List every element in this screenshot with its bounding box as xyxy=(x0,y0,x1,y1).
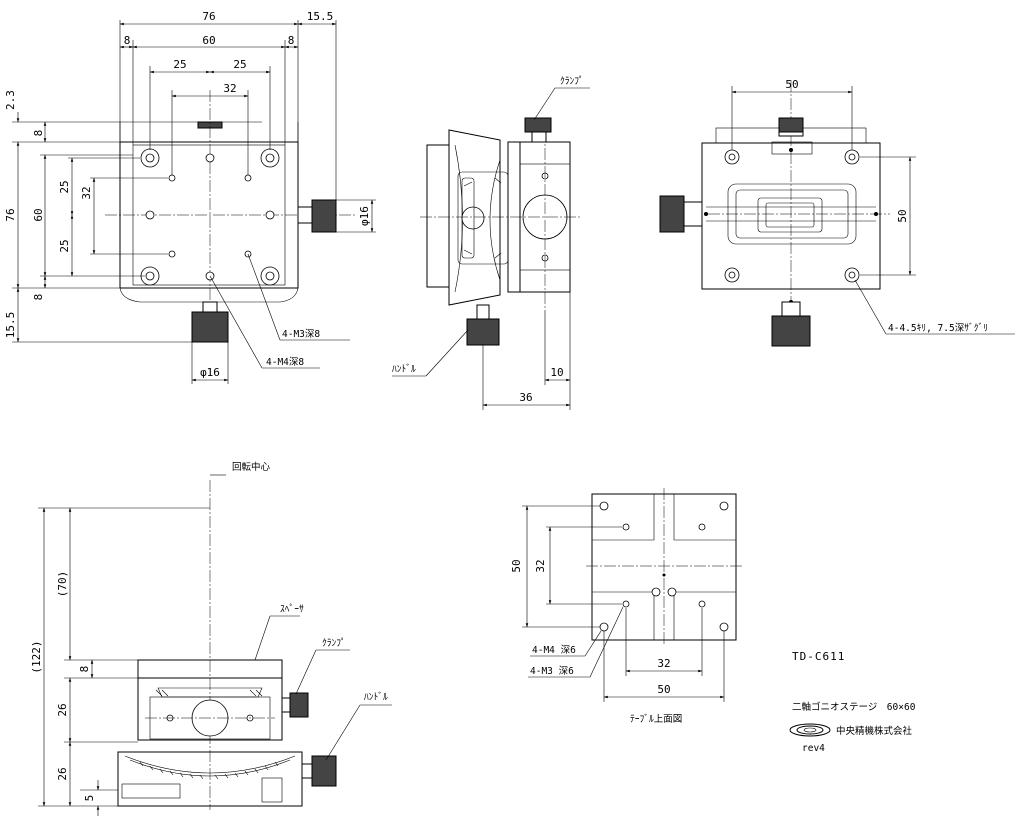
dim-height-76: 76 xyxy=(4,208,17,221)
front-view: ｸﾗﾝﾌﾟ ﾊﾝﾄﾞﾙ 10 36 xyxy=(392,76,590,410)
label-handle-front: ﾊﾝﾄﾞﾙ xyxy=(392,364,416,375)
dim-vpitch-lower: 25 xyxy=(58,239,71,252)
dim-side-70: (70) xyxy=(56,571,69,598)
dim-table-50h: 50 xyxy=(657,683,670,696)
callout-table-m4: 4-M4 深6 xyxy=(532,645,576,656)
dim-knob-dia-bottom: φ16 xyxy=(200,366,220,379)
dim-pitch-32: 32 xyxy=(223,82,236,95)
dim-side-5: 5 xyxy=(83,795,96,802)
label-spacer: ｽﾍﾟｰｻ xyxy=(280,604,304,615)
dim-bottom-50w: 50 xyxy=(785,78,798,91)
dim-margin-left: 8 xyxy=(124,34,131,47)
side-view: 回転中心 ｽﾍﾟｰｻ ｸﾗﾝﾌﾟ ﾊﾝﾄﾞﾙ xyxy=(30,461,392,816)
company-name: 中央精機株式会社 xyxy=(836,725,913,737)
dim-side-26b: 26 xyxy=(56,767,69,780)
dim-vpitch-upper: 25 xyxy=(58,180,71,193)
callout-m4: 4-M4深8 xyxy=(266,357,304,368)
table-caption: ﾃｰﾌﾞﾙ上面図 xyxy=(630,714,682,725)
dim-front-10: 10 xyxy=(550,366,563,379)
dim-knob-dia-side: φ16 xyxy=(358,206,371,226)
dim-knob-offset: 15.5 xyxy=(307,10,334,23)
bottom-knob xyxy=(191,301,229,343)
dim-pitch-right: 25 xyxy=(233,58,246,71)
label-handle-side: ﾊﾝﾄﾞﾙ xyxy=(364,692,388,703)
dim-bottom-margin: 8 xyxy=(32,294,45,301)
dim-side-8: 8 xyxy=(78,666,91,673)
dim-top-margin: 8 xyxy=(32,130,45,137)
tapped-holes xyxy=(145,153,275,281)
revision: rev4 xyxy=(802,743,825,754)
dim-vpitch-32: 32 xyxy=(80,186,93,199)
angle-scale xyxy=(139,761,279,780)
label-rotation-center: 回転中心 xyxy=(232,461,271,473)
title-block: TD-C611 二軸ゴニオステージ 60×60 中央精機株式会社 rev4 xyxy=(789,650,916,754)
dim-margin-right: 8 xyxy=(288,34,295,47)
callout-table-m3: 4-M3 深6 xyxy=(530,666,574,677)
label-clamp-front: ｸﾗﾝﾌﾟ xyxy=(560,76,584,87)
dim-table-32v: 32 xyxy=(534,559,547,572)
dim-pitch-left: 25 xyxy=(173,58,186,71)
dim-height-2-3: 2.3 xyxy=(4,90,17,110)
dim-height-60: 60 xyxy=(32,208,45,221)
dim-knob-offset-v: 15.5 xyxy=(4,312,17,339)
dim-table-50v: 50 xyxy=(510,559,523,572)
side-knob xyxy=(297,199,337,233)
table-view: 50 32 32 50 4-M4 深6 4-M3 深6 ﾃｰﾌﾞﾙ上面図 xyxy=(510,488,742,725)
dim-front-36: 36 xyxy=(519,391,532,404)
label-clamp-side: ｸﾗﾝﾌﾟ xyxy=(322,638,346,649)
callout-m3: 4-M3深8 xyxy=(282,329,320,340)
product-name: 二軸ゴニオステージ 60×60 xyxy=(792,701,916,713)
dim-side-122: (122) xyxy=(30,640,43,673)
company-logo xyxy=(789,723,831,737)
bottom-view: 50 50 4-4.5ｷﾘ, 7.5深ｻﾞｸﾞﾘ xyxy=(659,78,1015,347)
dim-side-26a: 26 xyxy=(56,703,69,716)
callout-counterbore: 4-4.5ｷﾘ, 7.5深ｻﾞｸﾞﾘ xyxy=(888,323,988,334)
dim-table-32h: 32 xyxy=(657,657,670,670)
dim-width-76: 76 xyxy=(202,10,215,23)
model-number: TD-C611 xyxy=(792,650,845,663)
top-view: 76 15.5 8 60 8 25 25 32 2.3 8 76 60 25 3… xyxy=(4,10,376,384)
dim-bottom-50h: 50 xyxy=(896,209,909,222)
dim-width-60: 60 xyxy=(202,34,215,47)
